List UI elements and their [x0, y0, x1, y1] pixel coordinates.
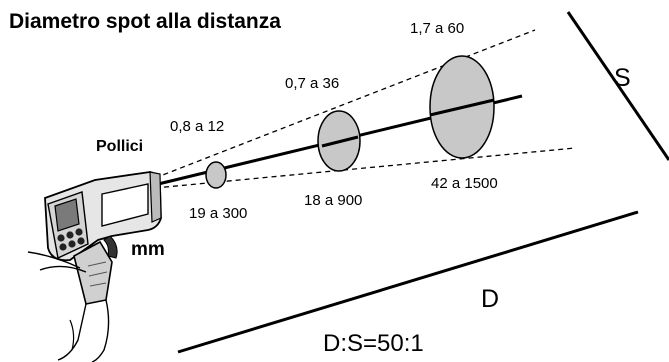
spot-mid-mm-label: 18 a 900 [304, 192, 363, 209]
spot-size-label: S [614, 64, 631, 92]
spot-edge-line [566, 11, 669, 161]
axis-over-far [429, 98, 495, 117]
spot-near-mm-label: 19 a 300 [189, 205, 248, 222]
diagram-title: Diametro spot alla distanza [9, 10, 281, 33]
distance-line [177, 210, 639, 354]
axis-over-mid [321, 135, 359, 148]
ratio-label: D:S=50:1 [323, 330, 424, 357]
distance-label: D [481, 285, 500, 313]
spot-near-inches-label: 0,8 a 12 [170, 118, 225, 135]
cone-upper-line [154, 29, 536, 179]
unit-label-mm: mm [131, 239, 165, 260]
spot-mid-inches-label: 0,7 a 36 [285, 75, 340, 92]
cone-lower-line [154, 147, 576, 189]
spot-far-inches-label: 1,7 a 60 [410, 20, 465, 37]
spot-near [205, 161, 227, 189]
unit-label-inches: Pollici [96, 138, 144, 155]
spot-far-mm-label: 42 a 1500 [431, 175, 498, 192]
infrared-thermometer-icon [27, 171, 162, 362]
